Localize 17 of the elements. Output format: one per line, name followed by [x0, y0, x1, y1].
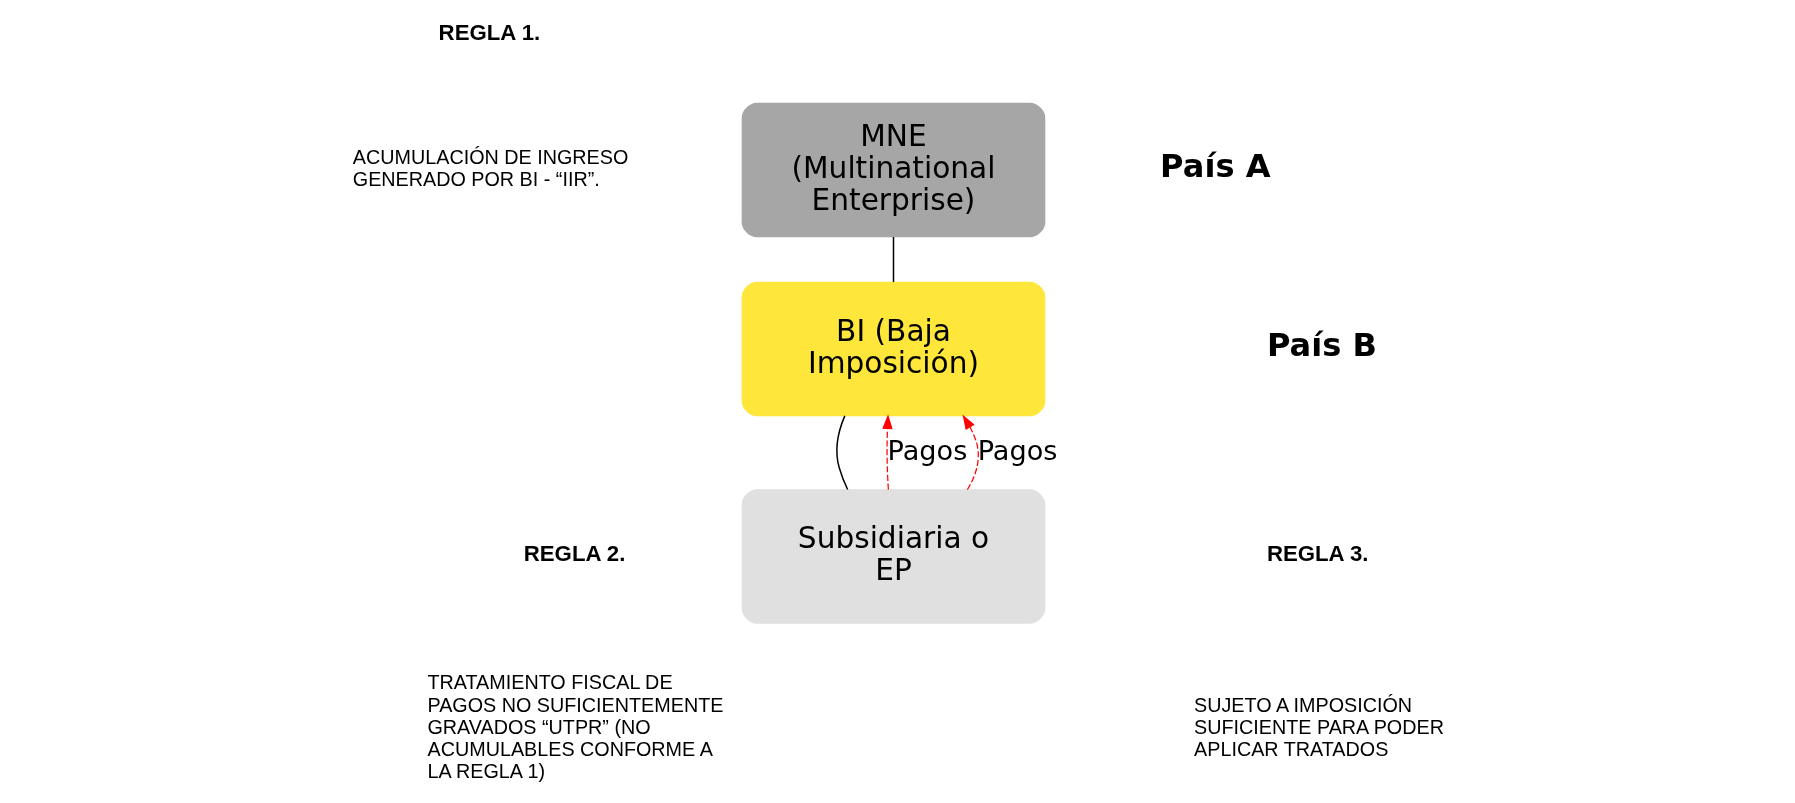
label: País A [1160, 146, 1271, 185]
node-box: MNE (Multinational Enterprise) [741, 102, 1046, 238]
label: País B [1266, 325, 1377, 364]
node-box: BI (Baja Imposición) [741, 281, 1046, 417]
edge-label: Pagos [887, 434, 968, 466]
label: REGLA 3. [1266, 540, 1369, 566]
connector [892, 236, 895, 283]
label: TRATAMIENTO FISCAL DE PAGOS NO SUFICIENTEMENTE GRAVADOS “UTPR” (NO ACUMULABLES CONFORME A LA REGLA 1) [427, 671, 724, 783]
arrow [882, 414, 893, 491]
connector [836, 415, 849, 491]
node-box: Subsidiaria o EP [741, 489, 1046, 624]
edge-label: Pagos [977, 434, 1058, 466]
label: REGLA 2. [523, 540, 626, 566]
arrow [962, 414, 979, 491]
label: SUJETO A IMPOSICIÓN SUFICIENTE PARA PODER APLICAR TRATADOS [1194, 693, 1444, 761]
label: REGLA 1. [438, 19, 541, 45]
label: ACUMULACIÓN DE INGRESO GENERADO POR BI - “IIR”. [352, 145, 629, 190]
